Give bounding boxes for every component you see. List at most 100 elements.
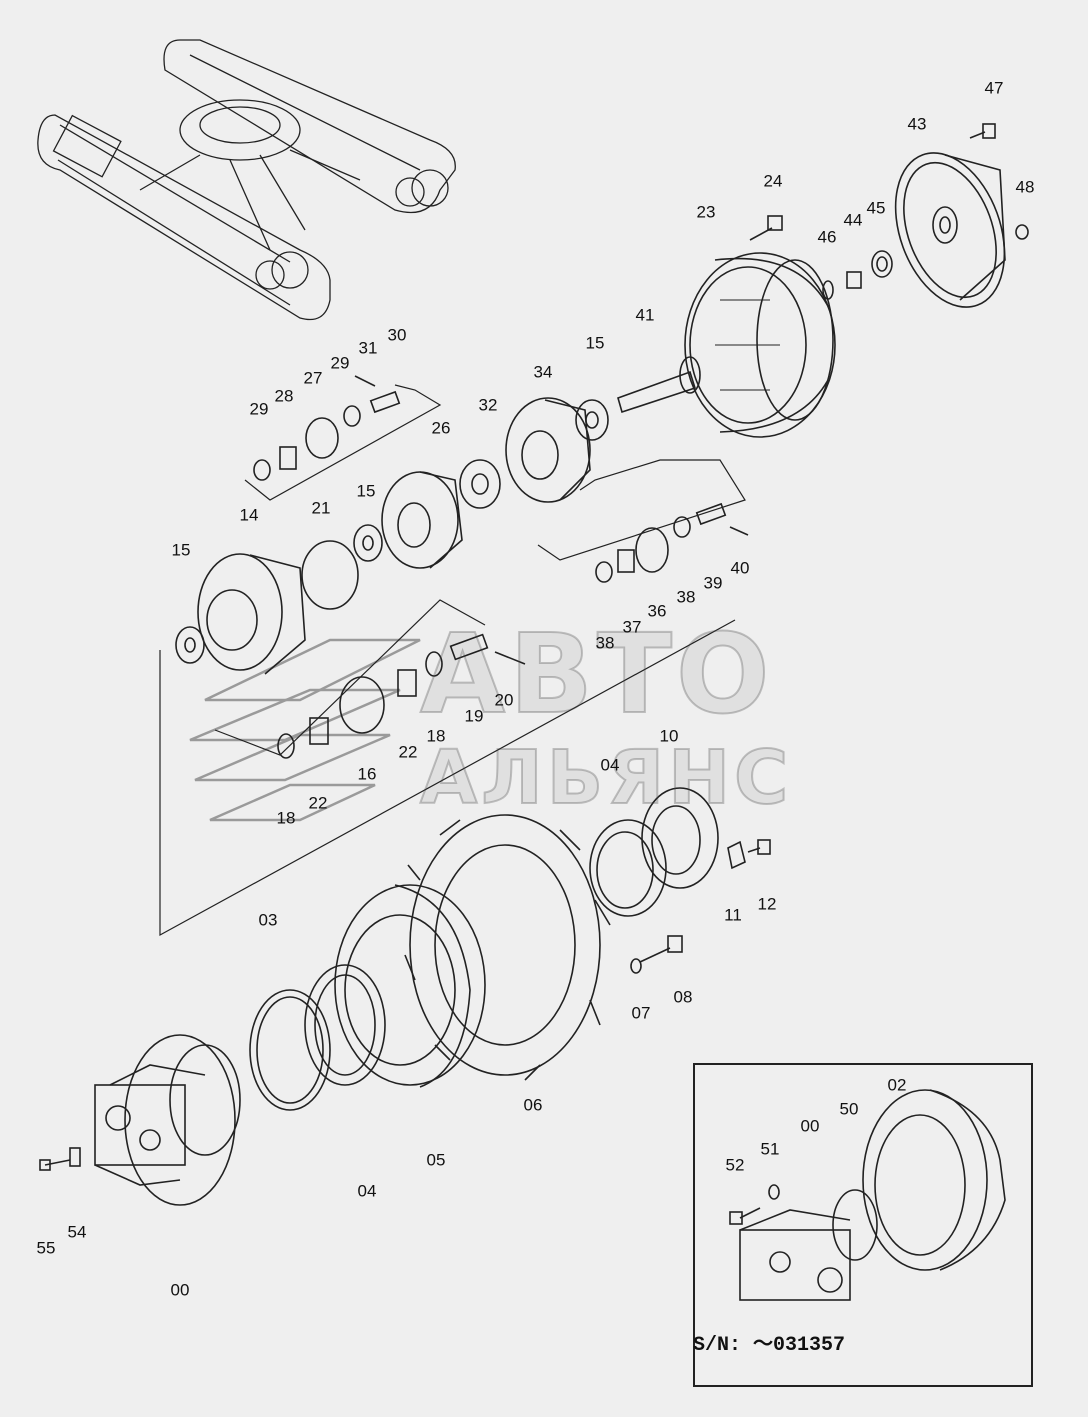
label-40: 40 [730, 558, 750, 578]
part-05-hub [334, 884, 486, 1088]
part-08-bolt [639, 935, 683, 963]
label-39: 39 [703, 573, 723, 593]
part-44-plug [846, 271, 862, 289]
label-51: 51 [760, 1139, 780, 1159]
label-06: 06 [523, 1095, 543, 1115]
inset-box [693, 1063, 1033, 1387]
label-15-mid: 15 [356, 481, 376, 501]
label-18-left: 18 [276, 808, 296, 828]
part-48-plug [1015, 224, 1029, 240]
serial-number-note: S/N: ～031357 [693, 1334, 846, 1357]
label-05: 05 [426, 1150, 446, 1170]
part-22-bearing-right [397, 669, 417, 697]
part-19-pin [449, 633, 489, 661]
watermark-line2: АЛЬЯНС [419, 734, 793, 822]
label-46: 46 [817, 227, 837, 247]
part-06-sprocket [404, 814, 611, 1081]
label-24: 24 [763, 171, 783, 191]
label-26: 26 [431, 418, 451, 438]
label-37: 37 [622, 617, 642, 637]
part-36-gear [635, 527, 669, 573]
part-47-bolt [969, 123, 996, 139]
label-45: 45 [866, 198, 886, 218]
part-27-gear [305, 417, 339, 459]
label-28: 28 [274, 386, 294, 406]
label-50: 50 [839, 1099, 859, 1119]
label-03: 03 [258, 910, 278, 930]
label-12: 12 [757, 894, 777, 914]
label-07: 07 [631, 1003, 651, 1023]
label-11: 11 [724, 905, 742, 925]
part-30-pin [369, 390, 401, 414]
part-43-cover [894, 152, 1006, 308]
label-38-right: 38 [676, 587, 696, 607]
group-27-31-outline [244, 384, 442, 501]
part-00-travel-motor [94, 1034, 241, 1206]
label-23: 23 [696, 202, 716, 222]
label-55: 55 [36, 1238, 56, 1258]
part-38-washer-left [595, 561, 613, 583]
part-38-washer-right [673, 516, 691, 538]
inset-part-02-housing [862, 1089, 1006, 1271]
inset-part-50-seal [832, 1189, 878, 1261]
inset-part-52-bolt [729, 1207, 761, 1225]
part-04-seal-lower [304, 964, 386, 1086]
label-36: 36 [647, 601, 667, 621]
part-29-washer-right [343, 405, 361, 427]
label-30: 30 [387, 325, 407, 345]
label-10: 10 [659, 726, 679, 746]
part-23-ring-gear [684, 252, 836, 438]
label-08: 08 [673, 987, 693, 1007]
label-00-main: 00 [170, 1280, 190, 1300]
label-54: 54 [67, 1222, 87, 1242]
label-32: 32 [478, 395, 498, 415]
part-41-shaft [617, 356, 701, 414]
label-04-upper: 04 [600, 755, 620, 775]
part-45-bearing [871, 250, 893, 278]
label-20: 20 [494, 690, 514, 710]
part-28-bearing [279, 446, 297, 470]
part-15-washer-mid [353, 524, 383, 562]
part-14-carrier [197, 553, 306, 675]
part-21-gear [301, 540, 359, 610]
part-07-washer [630, 958, 642, 974]
part-29-washer-left [253, 459, 271, 481]
label-22-left: 22 [308, 793, 328, 813]
inset-part-00-motor [739, 1209, 851, 1301]
label-38-left: 38 [595, 633, 615, 653]
part-26-carrier [381, 471, 463, 569]
label-47: 47 [984, 78, 1004, 98]
part-10-ring [641, 787, 719, 889]
undercarriage-illustration [37, 39, 456, 321]
label-15-left: 15 [171, 540, 191, 560]
label-16: 16 [357, 764, 377, 784]
label-04-lower: 04 [357, 1181, 377, 1201]
label-44: 44 [843, 210, 863, 230]
part-15-washer-left [175, 626, 205, 664]
watermark-line1: АВТО [419, 609, 774, 739]
part-32-gear [459, 459, 501, 509]
label-02: 02 [887, 1075, 907, 1095]
label-43: 43 [907, 114, 927, 134]
label-22-right: 22 [398, 742, 418, 762]
inset-part-51-washer [768, 1184, 780, 1200]
label-48: 48 [1015, 177, 1035, 197]
label-18-right: 18 [426, 726, 446, 746]
group-36-40-outline [537, 459, 746, 561]
label-19: 19 [464, 706, 484, 726]
part-34-carrier [505, 397, 591, 503]
label-31: 31 [358, 338, 378, 358]
label-14: 14 [239, 505, 259, 525]
label-21: 21 [311, 498, 331, 518]
label-00-inset: 00 [800, 1116, 820, 1136]
label-34: 34 [533, 362, 553, 382]
part-18-washer-left [277, 733, 295, 759]
part-31-spring-pin [354, 375, 376, 387]
label-29-right: 29 [330, 353, 350, 373]
part-16-gear [339, 676, 385, 734]
part-15-washer-top [575, 399, 609, 441]
part-20-spring-pin [494, 651, 526, 665]
part-39-pin [695, 502, 727, 526]
part-55-bolt [39, 1159, 71, 1171]
